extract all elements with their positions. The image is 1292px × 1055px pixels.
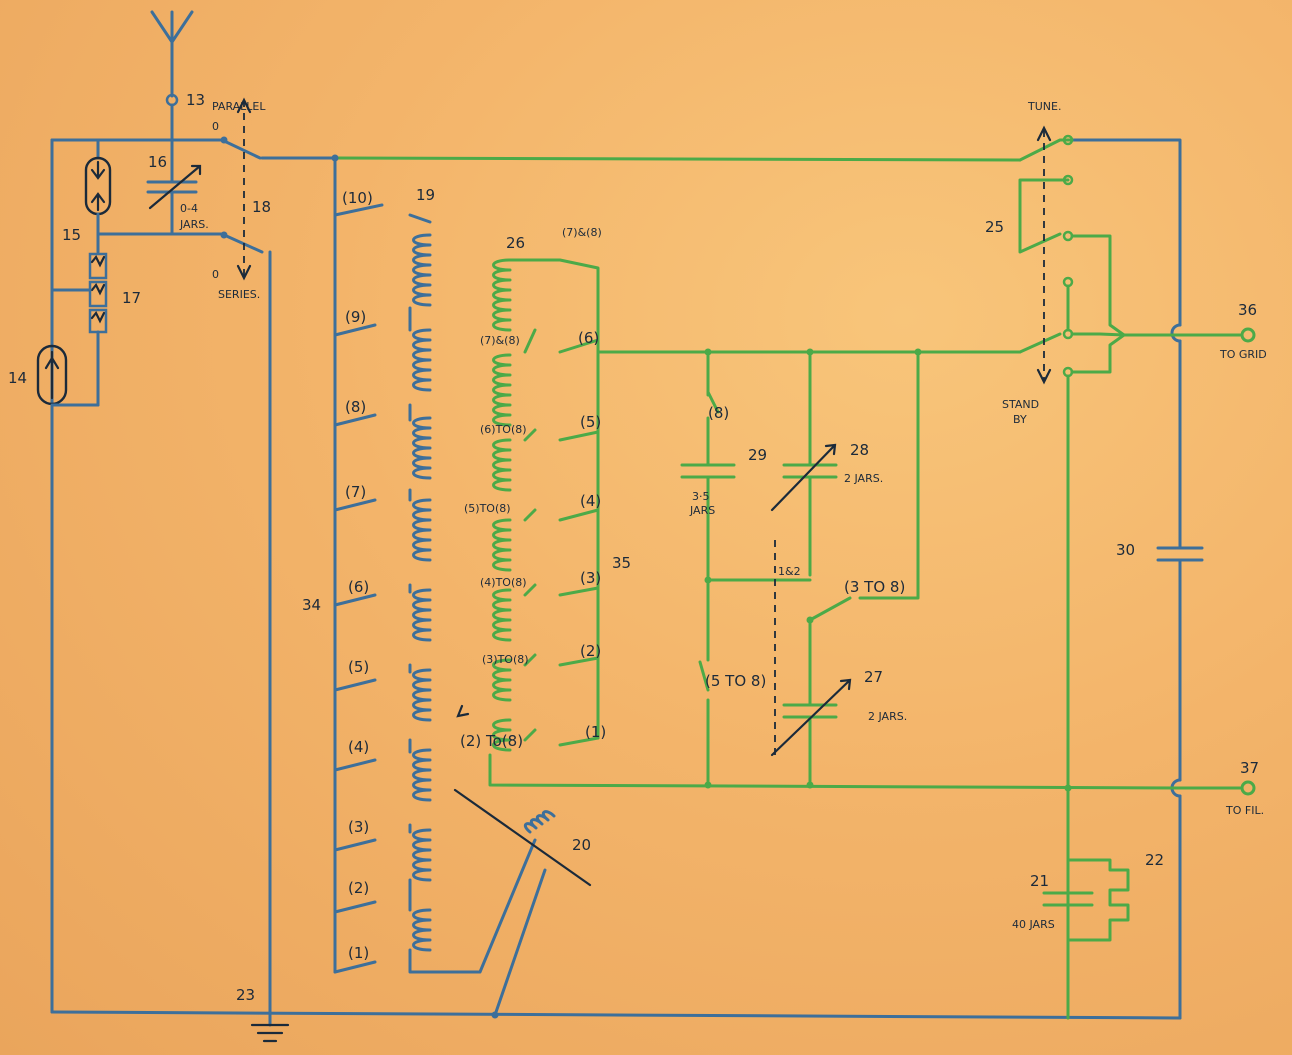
label-stand: STAND	[1002, 398, 1039, 411]
label-30: 30	[1116, 541, 1135, 559]
coil-20	[523, 810, 556, 834]
sw-6-label: (6)	[578, 329, 599, 347]
label-18: 18	[252, 198, 271, 216]
label-20: 20	[572, 836, 591, 854]
blue-wiring	[36, 10, 1204, 1043]
label-zero-bottom: 0	[212, 268, 219, 281]
c29-unit: JARS	[689, 504, 715, 517]
coil-tap-label-10: (10)	[342, 189, 373, 207]
label-19: 19	[416, 186, 435, 204]
tap-7and8-left: (7)&(8)	[480, 334, 520, 347]
c27-value: 2 JARS.	[868, 710, 907, 723]
coil-tap-label-8: (8)	[345, 398, 366, 416]
sw-2-label: (2)	[580, 642, 601, 660]
sw-1and2-label: 1&2	[778, 565, 801, 578]
coupling-arrow	[453, 704, 592, 887]
label-23: 23	[236, 986, 255, 1004]
label-by: BY	[1013, 413, 1027, 426]
coil-tap-label-1: (1)	[348, 944, 369, 962]
c28-value: 2 JARS.	[844, 472, 883, 485]
tap-5to8: (5)TO(8)	[464, 502, 511, 515]
label-jars: JARS.	[179, 218, 209, 231]
labels: 13 PARALLEL 16 0-4 JARS. 18 0 0 SERIES. …	[8, 91, 1267, 1004]
label-27: 27	[864, 668, 883, 686]
terminal-37	[1240, 780, 1256, 796]
c21-value: 40 JARS	[1012, 918, 1055, 931]
label-series: SERIES.	[218, 288, 260, 301]
green-wiring	[331, 125, 1256, 1020]
label-15: 15	[62, 226, 81, 244]
ground-symbol	[250, 1023, 290, 1043]
label-26: 26	[506, 234, 525, 252]
label-37: 37	[1240, 759, 1259, 777]
sw-3to8-label: (3 TO 8)	[844, 578, 905, 596]
coil-tap-label-4: (4)	[348, 738, 369, 756]
label-28: 28	[850, 441, 869, 459]
resistor-22	[1066, 858, 1130, 942]
sw-5to8-label: (5 TO 8)	[705, 672, 766, 690]
label-to-grid: TO GRID	[1219, 348, 1267, 361]
label-35: 35	[612, 554, 631, 572]
label-zero-top: 0	[212, 120, 219, 133]
coil-tap-label-3: (3)	[348, 818, 369, 836]
coil-tap-label-9: (9)	[345, 308, 366, 326]
antenna-symbol	[150, 10, 194, 98]
sw-1-label: (1)	[585, 723, 606, 741]
tap-2to8: (2) To(8)	[460, 732, 523, 750]
label-22: 22	[1145, 851, 1164, 869]
coil-19	[412, 233, 432, 952]
label-parallel: PARALLEL	[212, 100, 266, 113]
label-17: 17	[122, 289, 141, 307]
coil-26	[492, 258, 512, 752]
sw-3-label: (3)	[580, 569, 601, 587]
label-36: 36	[1238, 301, 1257, 319]
resistor-17a	[88, 252, 108, 280]
label-16: 16	[148, 153, 167, 171]
coil-tap-label-6: (6)	[348, 578, 369, 596]
label-14: 14	[8, 369, 27, 387]
c29-value: 3·5	[692, 490, 710, 503]
label-21: 21	[1030, 872, 1049, 890]
label-to-fil: TO FIL.	[1225, 804, 1264, 817]
tap-4to8: (4)TO(8)	[480, 576, 527, 589]
label-34: 34	[302, 596, 321, 614]
coil-19-tap-switches	[333, 203, 460, 974]
label-13: 13	[186, 91, 205, 109]
terminal-36	[1240, 327, 1256, 343]
label-jars-range: 0-4	[180, 202, 198, 215]
sw-8-cap-label: (8)	[708, 404, 729, 422]
coil-tap-label-5: (5)	[348, 658, 369, 676]
tap-6to8: (6)TO(8)	[480, 423, 527, 436]
coil-tap-label-7: (7)	[345, 483, 366, 501]
label-29: 29	[748, 446, 767, 464]
coil-tap-label-2: (2)	[348, 879, 369, 897]
tap-3to8: (3)TO(8)	[482, 653, 529, 666]
sw-5-label: (5)	[580, 413, 601, 431]
sw-4-label: (4)	[580, 492, 601, 510]
tap-7and8-top: (7)&(8)	[562, 226, 602, 239]
label-tune: TUNE.	[1027, 100, 1061, 113]
label-25: 25	[985, 218, 1004, 236]
